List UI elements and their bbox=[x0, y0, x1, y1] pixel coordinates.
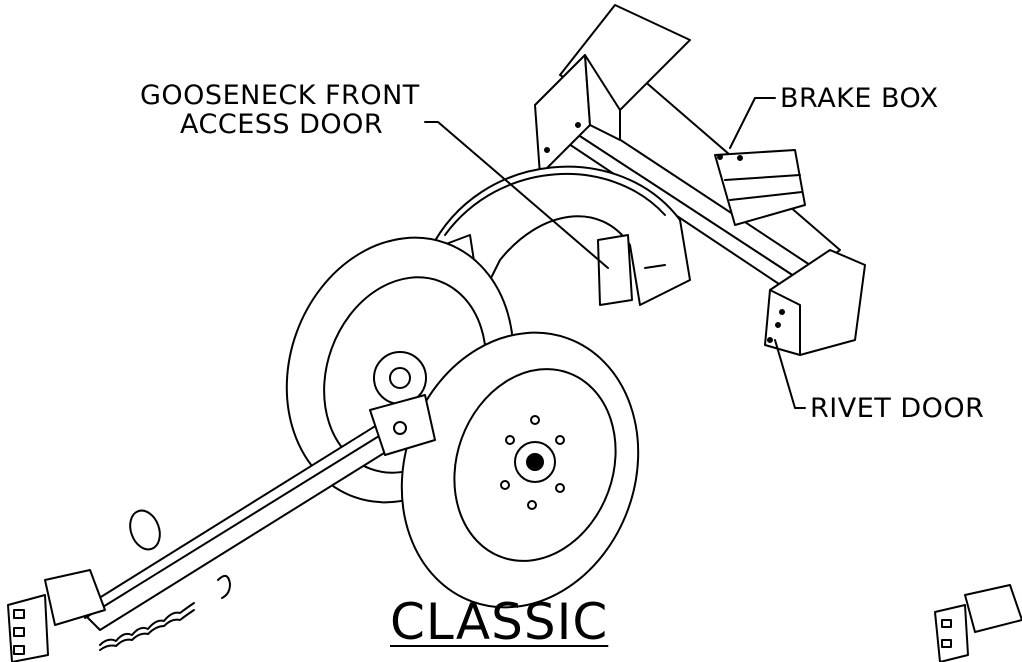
hitch bbox=[7, 509, 161, 662]
label-gooseneck-line1: GOOSENECK FRONT bbox=[140, 80, 420, 111]
hitch-secondary bbox=[934, 584, 1022, 662]
rear-end-box-left bbox=[534, 4, 691, 176]
leader-gooseneck bbox=[424, 121, 609, 269]
tongue bbox=[79, 394, 436, 631]
safety-chain bbox=[99, 574, 231, 651]
title-classic: CLASSIC bbox=[390, 593, 609, 651]
rear-end-box-right bbox=[764, 249, 866, 356]
brake-box bbox=[714, 149, 806, 226]
label-gooseneck-line2: ACCESS DOOR bbox=[180, 109, 384, 140]
label-rivet-door: RIVET DOOR bbox=[810, 393, 985, 424]
label-brake-box: BRAKE BOX bbox=[780, 83, 939, 114]
front-tire bbox=[400, 331, 640, 609]
leader-brake-box bbox=[729, 97, 776, 149]
leader-rivet-door bbox=[774, 339, 806, 409]
